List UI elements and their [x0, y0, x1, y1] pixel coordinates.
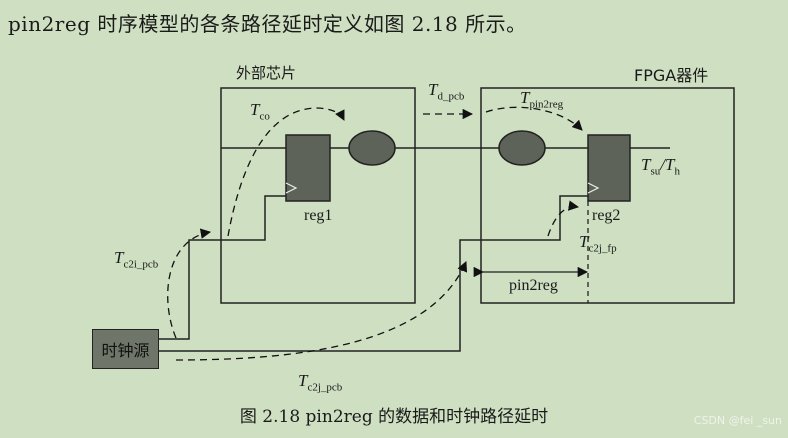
tco-label: Tco [250, 100, 270, 123]
external-chip-label: 外部芯片 [236, 64, 297, 82]
td-pcb-label: Td_pcb [428, 80, 465, 103]
tc2j-pcb-path [175, 261, 468, 361]
fpga-device-label: FPGA器件 [634, 66, 709, 85]
tsu-th-label: Tsu/Th [641, 155, 680, 178]
reg1-block [285, 134, 331, 202]
tc2j-fp-path [547, 200, 580, 237]
intro-text: pin2reg 时序模型的各条路径延时定义如图 2.18 所示。 [8, 12, 527, 36]
reg2-label: reg2 [592, 207, 621, 224]
reg1-clock-triangle [285, 182, 298, 194]
clock-source-box: 时钟源 [92, 329, 159, 369]
output-buffer-ellipse [348, 130, 396, 166]
tpin2reg-path [485, 106, 583, 131]
tc2j-fp-label: Tc2j_fp [579, 232, 617, 255]
reg1-label: reg1 [304, 207, 333, 224]
reg2-block [587, 134, 631, 202]
tpin2reg-label: Tpin2reg [520, 88, 564, 111]
figure-caption: 图 2.18 pin2reg 的数据和时钟路径延时 [239, 407, 549, 427]
tc2i-pcb-path [167, 228, 212, 339]
clock-wire-to-reg2 [159, 195, 588, 352]
reg2-clock-triangle [587, 182, 600, 194]
external-chip-box [220, 87, 416, 304]
tco-path [227, 107, 345, 237]
tc2i-pcb-label: Tc2i_pcb [114, 248, 159, 271]
tc2j-pcb-label: Tc2j_pcb [298, 371, 343, 394]
watermark: CSDN @fei _sun [693, 414, 782, 427]
pin2reg-label: pin2reg [509, 277, 558, 294]
fpga-box [480, 87, 735, 304]
clock-wire-to-reg1 [159, 195, 286, 340]
input-buffer-ellipse [498, 130, 546, 166]
